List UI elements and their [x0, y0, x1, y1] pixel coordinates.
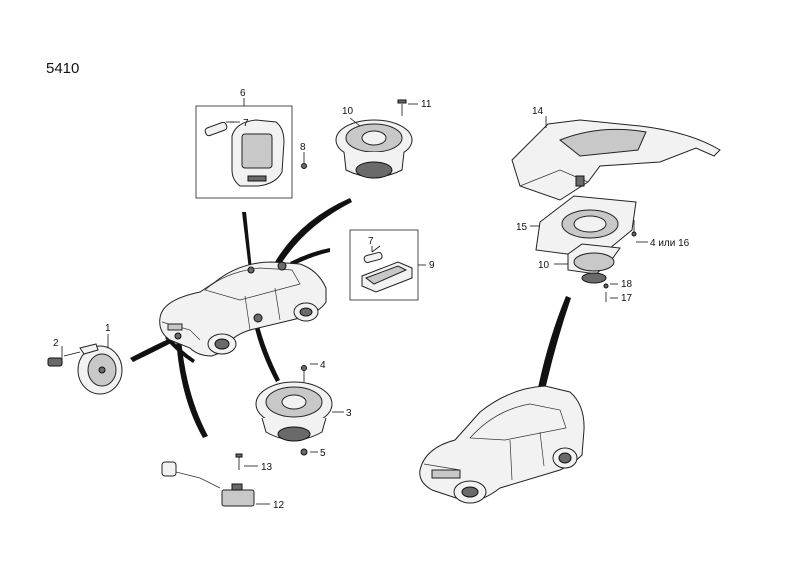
label-part-1: 1	[105, 323, 111, 334]
sedan-car-illustration	[159, 261, 327, 357]
label-part-13: 13	[261, 462, 273, 473]
front-speaker-top	[335, 99, 413, 179]
label-part-8: 8	[300, 142, 306, 153]
label-part-4-or-16: 4 или 16	[650, 238, 690, 249]
label-part-7-map: 7	[368, 236, 374, 247]
label-part-3: 3	[346, 408, 352, 419]
label-part-11: 11	[421, 99, 432, 110]
label-part-6: 6	[240, 88, 246, 99]
door-speaker	[255, 365, 333, 456]
dome-light-assembly	[195, 98, 307, 199]
label-part-4: 4	[320, 360, 326, 371]
rear-shelf-speaker-assembly	[511, 119, 721, 302]
pointer-wedges	[130, 198, 571, 438]
label-part-2: 2	[53, 338, 59, 349]
label-part-10-rear: 10	[538, 260, 550, 271]
label-part-7-dome: 7	[243, 118, 249, 129]
horn	[47, 343, 123, 395]
leader-lines	[61, 103, 648, 505]
label-part-15: 15	[516, 222, 528, 233]
label-part-10-front: 10	[342, 106, 354, 117]
sensor-with-cable	[161, 453, 255, 507]
part-labels: 1 2 3 4 5 6 7 8 9 7 10 11 12 13 14 15 4 …	[53, 88, 690, 511]
label-part-17: 17	[621, 293, 633, 304]
diagram-title: 5410	[46, 60, 80, 77]
map-light-assembly	[349, 229, 426, 301]
label-part-12: 12	[273, 500, 285, 511]
hatchback-car-illustration	[419, 385, 585, 504]
label-part-5: 5	[320, 448, 326, 459]
label-part-18: 18	[621, 279, 633, 290]
label-part-14: 14	[532, 106, 544, 117]
label-part-9: 9	[429, 260, 435, 271]
